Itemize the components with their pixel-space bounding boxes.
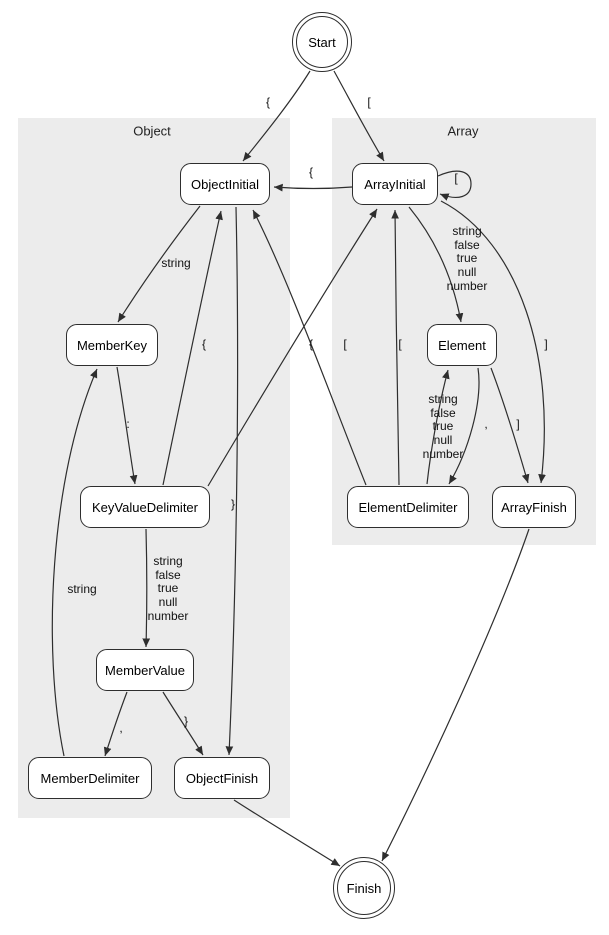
edge-arrayinitial-objectinitial (273, 183, 353, 192)
edge-elementdelimiter-objectinitial (252, 209, 367, 486)
node-key-value-delimiter: KeyValueDelimiter (80, 486, 210, 528)
edge-memberkey-keyvaluedelimiter (116, 366, 138, 485)
edge-objectinitial-memberkey (117, 205, 201, 323)
edge-memberdelimiter-memberkey (51, 368, 98, 757)
edge-label-element-arrayfinish: ] (516, 417, 520, 432)
edge-element-elementdelimiter (448, 367, 480, 485)
edge-objectinitial-objectfinish (225, 206, 239, 756)
edge-start-objectinitial (242, 70, 311, 162)
edge-label-arrayinitial-arrayfinish: ] (544, 337, 548, 352)
node-member-delimiter: MemberDelimiter (28, 757, 152, 799)
node-finish: Finish (333, 857, 395, 919)
edge-label-start-objectinitial: { (265, 95, 271, 110)
edge-label-arrayinitial-self: [ (454, 171, 458, 186)
node-element: Element (427, 324, 497, 366)
node-member-value: MemberValue (96, 649, 194, 691)
edge-arrayinitial-element (408, 206, 464, 323)
node-member-key: MemberKey (66, 324, 158, 366)
array-cluster-label: Array (447, 123, 479, 139)
edge-label-start-arrayinitial: [ (367, 95, 371, 110)
edge-start-arrayinitial (333, 70, 385, 162)
object-cluster-label: Object (133, 123, 171, 139)
edge-membervalue-memberdelimiter (103, 691, 128, 757)
edge-label-element-elementdelimiter: , (484, 417, 488, 432)
edge-arrayinitial-self-loop (437, 170, 472, 201)
edge-label-arrayinitial-objectinitial: { (308, 165, 314, 180)
edge-label-arrayinitial-element: string false true null number (446, 223, 488, 293)
node-object-finish: ObjectFinish (174, 757, 270, 799)
node-array-initial: ArrayInitial (352, 163, 438, 205)
edge-arrayfinish-finish (381, 528, 530, 862)
node-array-finish: ArrayFinish (492, 486, 576, 528)
edge-membervalue-objectfinish (162, 691, 204, 756)
edge-label-memberdelimiter-memberkey: string (67, 582, 97, 597)
edge-element-arrayfinish (490, 367, 530, 484)
edge-label-elementdelimiter-arrayinitial: [ (398, 337, 402, 352)
edge-label-objectinitial-objectfinish: } (230, 497, 236, 512)
edge-label-membervalue-objectfinish: } (183, 714, 189, 729)
node-object-initial: ObjectInitial (180, 163, 270, 205)
edge-keyvaluedelimiter-arrayinitial (207, 208, 378, 487)
object-cluster-box (18, 118, 290, 818)
edge-label-keyvaluedelimiter-arrayinitial: [ (343, 337, 347, 352)
node-finish-label: Finish (337, 861, 391, 915)
node-start: Start (292, 12, 352, 72)
edge-elementdelimiter-arrayinitial (391, 209, 400, 486)
edge-objectfinish-finish (233, 799, 341, 867)
edge-keyvaluedelimiter-membervalue (142, 528, 151, 648)
edge-label-membervalue-memberdelimiter: , (119, 721, 123, 736)
edge-elementdelimiter-element (426, 369, 450, 485)
edge-label-keyvaluedelimiter-objectinitial: { (201, 337, 207, 352)
edge-keyvaluedelimiter-objectinitial (162, 210, 223, 486)
node-start-label: Start (296, 16, 348, 68)
edge-label-memberkey-keyvaluedelimiter: : (126, 417, 130, 432)
edge-arrayinitial-arrayfinish (440, 200, 546, 484)
edge-label-elementdelimiter-objectinitial: { (308, 337, 314, 352)
node-element-delimiter: ElementDelimiter (347, 486, 469, 528)
edge-label-objectinitial-memberkey: string (161, 256, 191, 271)
edge-label-keyvaluedelimiter-membervalue: string false true null number (147, 553, 189, 623)
edge-label-elementdelimiter-element: string false true null number (422, 391, 464, 461)
